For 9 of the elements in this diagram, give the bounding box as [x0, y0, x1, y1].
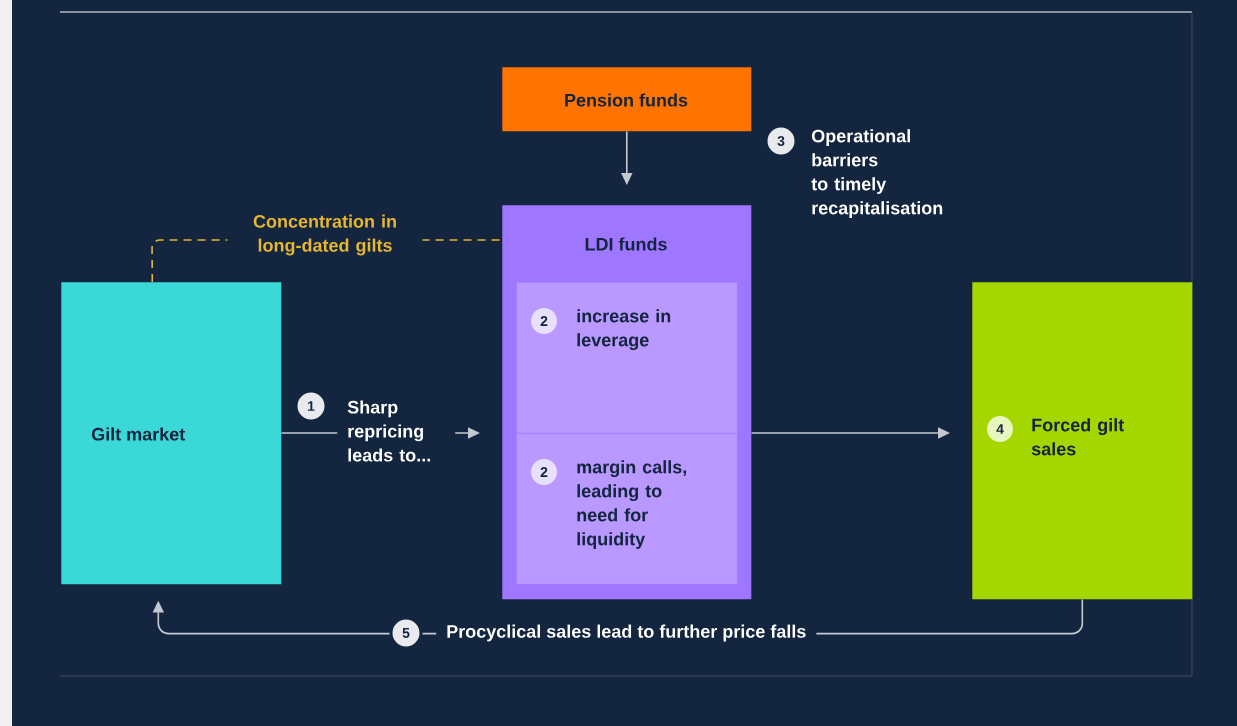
inner-box: 2 margin calls, leading to need for liquidity: [516, 433, 738, 585]
edge-label: Sharp repricing leads to...: [337, 398, 456, 464]
inner-box: 2 increase in leverage: [516, 282, 738, 434]
edge-label: Concentration in long-dated gilts: [227, 212, 423, 258]
pension-funds-box: Pension funds: [502, 67, 752, 132]
edge-label: Procyclical sales lead to further price falls: [436, 622, 817, 644]
forced-sales-box: 4 Forced gilt sales: [972, 282, 1193, 600]
note-text: Operational barriers to timely recapitalisation: [811, 129, 943, 218]
gilt-market-box: Gilt market: [61, 282, 282, 585]
